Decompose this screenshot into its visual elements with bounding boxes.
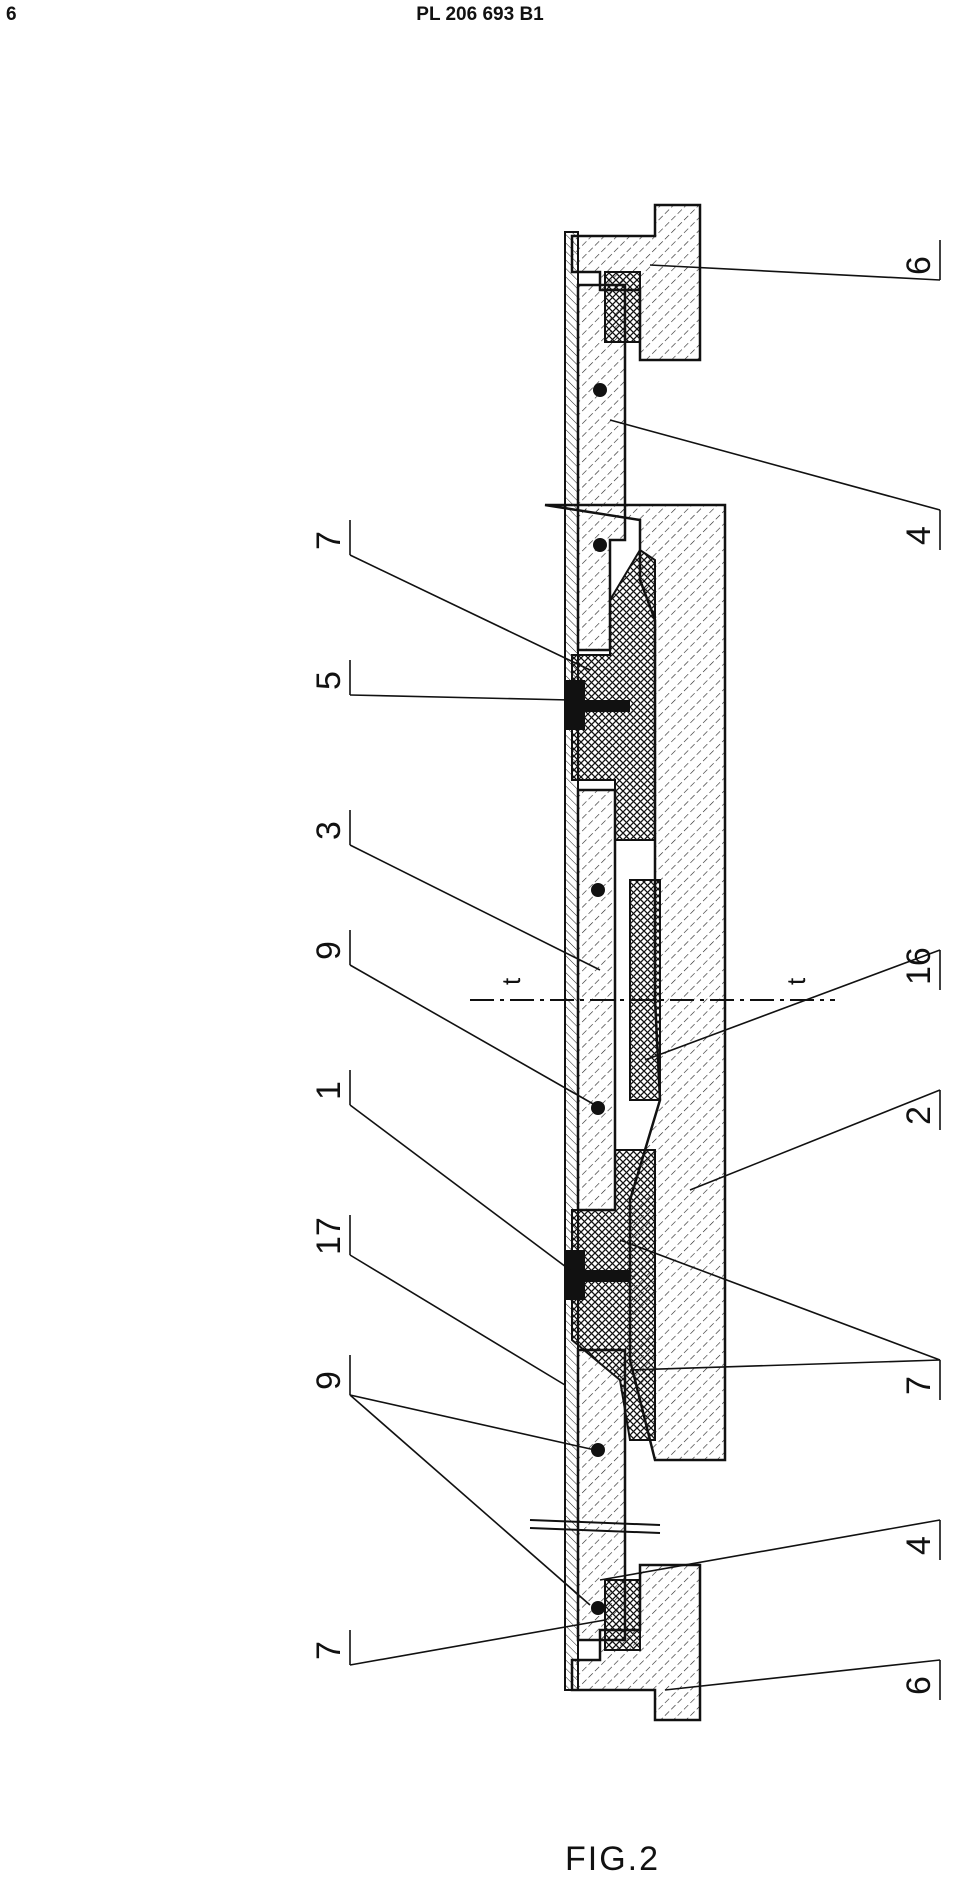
- label-9-b: 9: [310, 1371, 348, 1390]
- label-2: 2: [900, 1106, 938, 1125]
- part-7-upper-joint: [571, 548, 656, 841]
- part-5-seal: [565, 680, 630, 730]
- section-mark-right: t: [781, 977, 811, 985]
- part-7-lower-joint: [571, 1149, 656, 1441]
- break-line: [529, 1519, 661, 1526]
- label-5: 5: [310, 671, 348, 690]
- label-6-a: 6: [900, 256, 938, 275]
- cover-strip: [564, 231, 579, 1691]
- document-id: PL 206 693 B1: [416, 4, 544, 25]
- pin: [591, 1443, 605, 1457]
- figure-caption: FIG.2: [565, 1840, 660, 1878]
- break-line: [529, 1527, 661, 1534]
- label-1: 1: [310, 1081, 348, 1100]
- part-1-seal: [565, 1250, 630, 1300]
- label-7-a: 7: [310, 531, 348, 550]
- part-7-bottom-end: [604, 1579, 641, 1651]
- pin: [593, 538, 607, 552]
- section-mark-left: t: [496, 977, 526, 985]
- label-7-c: 7: [900, 1376, 938, 1395]
- label-7-b: 7: [310, 1641, 348, 1660]
- part-16-center: [629, 879, 661, 1101]
- page-number: 6: [6, 4, 17, 25]
- pin: [593, 383, 607, 397]
- pin: [591, 1601, 605, 1615]
- label-4-a: 4: [900, 526, 938, 545]
- label-16: 16: [900, 947, 938, 985]
- label-3: 3: [310, 821, 348, 840]
- pin: [591, 883, 605, 897]
- part-7-top-end: [604, 271, 641, 343]
- label-6-b: 6: [900, 1676, 938, 1695]
- label-17: 17: [310, 1217, 348, 1255]
- leader-lines: [349, 240, 941, 1700]
- label-4-b: 4: [900, 1536, 938, 1555]
- label-9-a: 9: [310, 941, 348, 960]
